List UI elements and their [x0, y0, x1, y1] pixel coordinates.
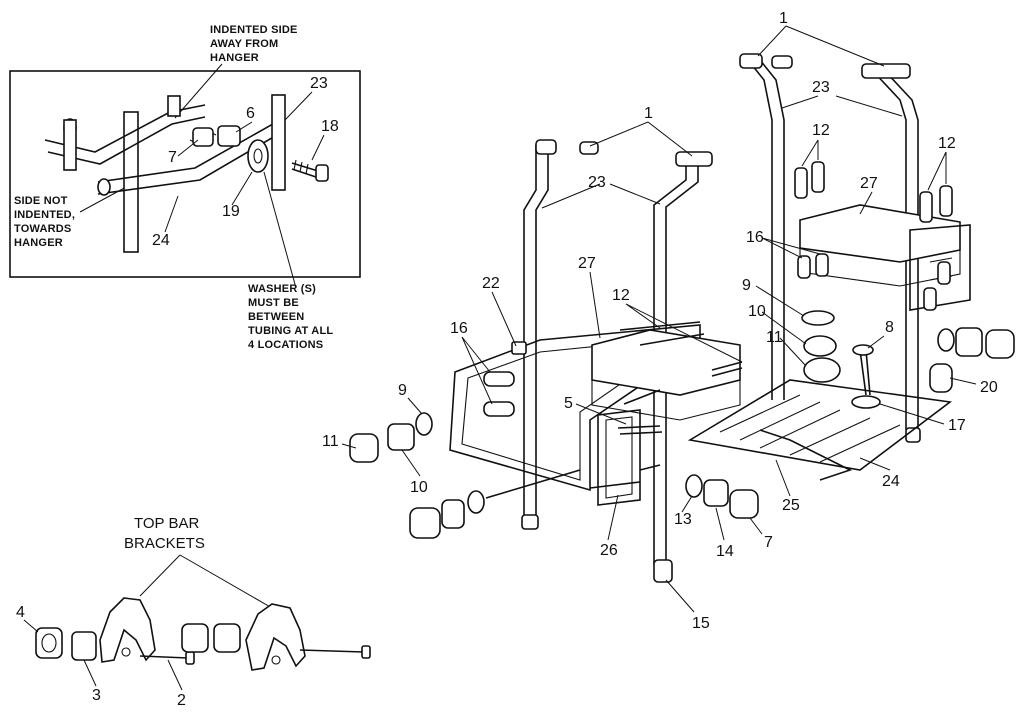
brackets-leaders	[139, 554, 273, 609]
front-frame-26	[597, 409, 641, 506]
inset-label-18: 18	[321, 118, 339, 135]
washer-13	[685, 474, 703, 498]
note-not-indented-line-1: SIDE NOT	[14, 195, 68, 207]
right-label-16: 16	[746, 229, 764, 246]
note-not-indented-line-2: INDENTED,	[14, 209, 75, 221]
platform-25	[759, 429, 853, 481]
inset-detail: INDENTED SIDE AWAY FROM HANGER SIDE NOT …	[9, 24, 361, 351]
right-label-25: 25	[782, 497, 800, 514]
left-label-11: 11	[322, 433, 339, 450]
left-label-27: 27	[578, 255, 596, 272]
foot-cap-15	[653, 559, 673, 583]
inset-tubing	[44, 94, 286, 253]
left-label-10: 10	[410, 479, 428, 496]
washer-9-left	[415, 412, 433, 436]
right-frame-assembly: 1 23 12 12 27 16 9 10 11 8 20 17 24 25	[687, 10, 1015, 514]
right-label-23: 23	[812, 79, 830, 96]
left-label-26: 26	[600, 542, 618, 559]
note-indented-line-3: HANGER	[210, 52, 259, 64]
right-label-27: 27	[860, 175, 878, 192]
inset-label-6: 6	[246, 105, 255, 122]
left-label-7: 7	[764, 534, 773, 551]
platform-24	[687, 379, 953, 471]
brackets-caption-line-2: BRACKETS	[124, 535, 205, 552]
right-frame-leaders	[755, 25, 977, 497]
bolt-2	[139, 651, 195, 665]
end-cap-l1	[535, 139, 557, 155]
bracket-left	[99, 597, 156, 663]
right-label-12a: 12	[812, 122, 830, 139]
right-label-9: 9	[742, 277, 751, 294]
top-bar-brackets: TOP BAR BRACKETS 4 3	[16, 515, 371, 709]
brackets-number-leaders	[23, 619, 183, 691]
spacer-10-right	[803, 335, 837, 357]
bolt-right	[299, 645, 371, 659]
nuts-middle	[181, 623, 241, 653]
note-indented-line-1: INDENTED SIDE	[210, 24, 298, 36]
bracket-right	[245, 603, 306, 671]
note-washer-line-2: MUST BE	[248, 297, 299, 309]
cap-11-left	[349, 433, 379, 463]
right-label-10: 10	[748, 303, 766, 320]
left-label-12: 12	[612, 287, 630, 304]
left-label-14: 14	[716, 543, 734, 560]
note-not-indented-line-4: HANGER	[14, 237, 63, 249]
right-label-8: 8	[885, 319, 894, 336]
upright-left-back	[523, 145, 537, 520]
right-label-11: 11	[766, 329, 783, 346]
inset-fasteners	[192, 125, 329, 182]
spacer-3	[71, 631, 97, 661]
left-frame-assembly: 1 23 22 27 12 16 9 11 10 5 13 14 7 26 15	[322, 105, 773, 632]
cap-11-right	[803, 357, 841, 383]
leader-washer	[263, 171, 297, 289]
upright-right-back	[747, 59, 773, 400]
end-cap-l3	[675, 151, 713, 167]
left-label-1: 1	[644, 105, 653, 122]
right-label-1: 1	[779, 10, 788, 27]
brackets-label-4: 4	[16, 604, 25, 621]
spacer-14	[703, 479, 729, 507]
washer-9-right	[801, 310, 835, 326]
note-washer-line-5: 4 LOCATIONS	[248, 339, 323, 351]
left-label-9: 9	[398, 382, 407, 399]
inset-label-7: 7	[168, 149, 177, 166]
left-label-5: 5	[564, 395, 573, 412]
right-label-20: 20	[980, 379, 998, 396]
inset-label-24: 24	[152, 232, 170, 249]
left-label-16: 16	[450, 320, 468, 337]
left-label-22: 22	[482, 275, 500, 292]
left-label-13: 13	[674, 511, 692, 528]
note-washer-line-3: BETWEEN	[248, 311, 304, 323]
brackets-label-3: 3	[92, 687, 101, 704]
nut-4	[35, 627, 63, 659]
bracket-22	[511, 341, 527, 355]
left-label-15: 15	[692, 615, 710, 632]
cap-20	[929, 363, 953, 393]
inset-leaders	[164, 91, 325, 233]
right-label-12b: 12	[938, 135, 956, 152]
cap-7	[729, 489, 759, 519]
upright-right-front	[871, 69, 907, 430]
brackets-caption-line-1: TOP BAR	[134, 515, 199, 532]
note-washer-line-4: TUBING AT ALL	[248, 325, 333, 337]
left-frame-leaders	[341, 121, 763, 613]
note-not-indented-line-3: TOWARDS	[14, 223, 71, 235]
right-label-17: 17	[948, 417, 966, 434]
left-label-23: 23	[588, 174, 606, 191]
inset-border	[9, 70, 361, 278]
spacer-10-left	[387, 423, 415, 451]
brackets-label-2: 2	[177, 692, 186, 709]
right-label-24: 24	[882, 473, 900, 490]
note-washer-line-1: WASHER (S)	[248, 283, 316, 295]
inset-label-19: 19	[222, 203, 240, 220]
note-indented-line-2: AWAY FROM	[210, 38, 278, 50]
inset-label-23: 23	[310, 75, 328, 92]
